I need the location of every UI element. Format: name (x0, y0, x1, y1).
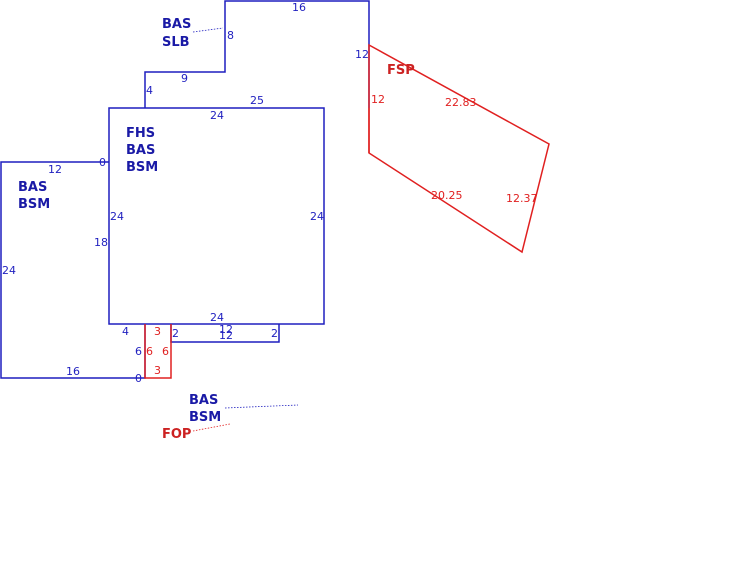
dimension-label: 3 (154, 325, 161, 338)
fop-outline (144, 324, 172, 379)
dimension-label: 6 (135, 345, 142, 358)
dimension-label: 24 (110, 210, 124, 223)
dimension-label: 0 (135, 372, 142, 385)
area-label-bas: BAS (126, 143, 155, 158)
dimension-label: 4 (122, 325, 129, 338)
dimension-label: 12.37 (506, 192, 538, 205)
area-label-bsm: BSM (126, 160, 158, 175)
dimension-label: 18 (94, 236, 108, 249)
area-label-bas: BAS (18, 180, 47, 195)
dimension-label: 12 (219, 323, 233, 336)
area-label-fop: FOP (162, 427, 191, 442)
area-label-fhs: FHS (126, 126, 155, 141)
dimension-label: 12 (371, 93, 385, 106)
dimension-label: 2 (271, 327, 278, 340)
dimension-label: 12 (219, 329, 233, 342)
dimension-label: 16 (66, 365, 80, 378)
area-label-fsp: FSP (387, 63, 415, 78)
dimension-label: 6 (162, 345, 169, 358)
area-label-bsm: BSM (189, 410, 221, 425)
dimension-label: 9 (181, 72, 188, 85)
dimension-label: 12 (48, 163, 62, 176)
bas-slb-leader (192, 27, 224, 33)
dimension-label: 3 (154, 364, 161, 377)
fhs-bas-bsm-outline (108, 107, 325, 325)
bas-slb-outline (144, 0, 370, 108)
area-label-bsm: BSM (18, 197, 50, 212)
dimension-label: 12 (355, 48, 369, 61)
dimension-label: 4 (146, 84, 153, 97)
dimension-label: 8 (227, 29, 234, 42)
dimension-label: 24 (210, 109, 224, 122)
area-label-bas: BAS (189, 393, 218, 408)
dimension-label: 0 (99, 156, 106, 169)
dimension-label: 16 (292, 1, 306, 14)
dimension-label: 2 (172, 327, 179, 340)
dimension-label: 25 (250, 94, 264, 107)
bas-bsm-bottom-leader (224, 404, 299, 409)
dimension-label: 24 (210, 311, 224, 324)
dimension-label: 20.25 (431, 189, 463, 202)
fop-leader (192, 423, 231, 432)
area-label-bas: BAS (162, 17, 191, 32)
dimension-label: 6 (146, 345, 153, 358)
dimension-label: 22.83 (445, 96, 477, 109)
area-label-slb: SLB (162, 35, 190, 50)
dimension-label: 24 (2, 264, 16, 277)
dimension-label: 24 (310, 210, 324, 223)
